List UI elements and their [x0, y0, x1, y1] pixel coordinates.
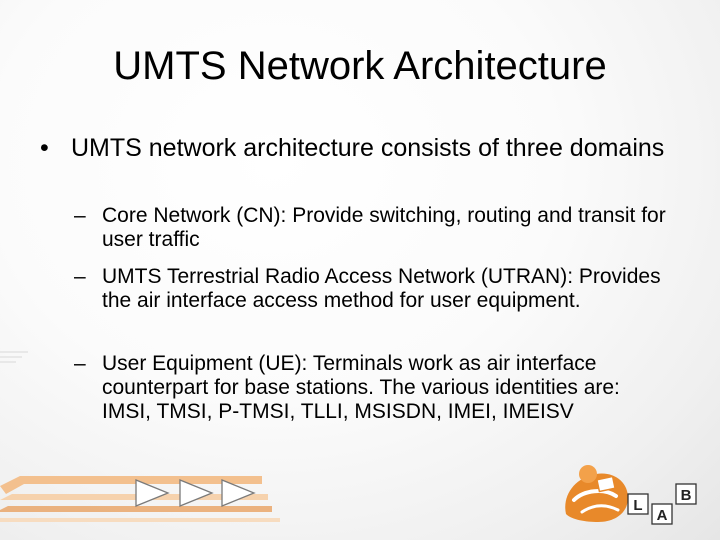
bullet-item: • UMTS network architecture consists of …	[40, 134, 700, 162]
bullet-text: UMTS network architecture consists of th…	[71, 134, 665, 162]
logo-box-a	[651, 503, 673, 525]
sub-bullet-text: User Equipment (UE): Terminals work as a…	[102, 352, 620, 423]
slide-title: UMTS Network Architecture	[113, 44, 607, 88]
figure-icon	[565, 465, 628, 522]
logo-box-l	[627, 493, 649, 515]
lab-logo: L A B	[565, 465, 697, 525]
logo-letter-b: B	[681, 487, 692, 504]
sub-bullet-item: – UMTS Terrestrial Radio Access Network …	[74, 265, 674, 313]
triangle-arrow-icon	[221, 479, 256, 507]
sub-bullet-marker: –	[74, 352, 86, 375]
logo-letter-l: L	[633, 497, 642, 514]
sub-bullet-marker: –	[74, 204, 86, 227]
logo-letter-a: A	[657, 507, 668, 524]
triangle-arrow-icon	[179, 479, 214, 507]
sub-bullet-text: UMTS Terrestrial Radio Access Network (U…	[102, 265, 661, 312]
bullet-marker: •	[40, 134, 49, 162]
logo-box-b	[675, 483, 697, 505]
sub-bullet-marker: –	[74, 265, 86, 288]
sub-bullet-item: – User Equipment (UE): Terminals work as…	[74, 352, 674, 424]
left-edge-marks	[0, 351, 28, 363]
triangle-arrow-icon	[135, 479, 170, 507]
sub-bullet-text: Core Network (CN): Provide switching, ro…	[102, 204, 666, 251]
sub-bullet-item: – Core Network (CN): Provide switching, …	[74, 204, 674, 252]
